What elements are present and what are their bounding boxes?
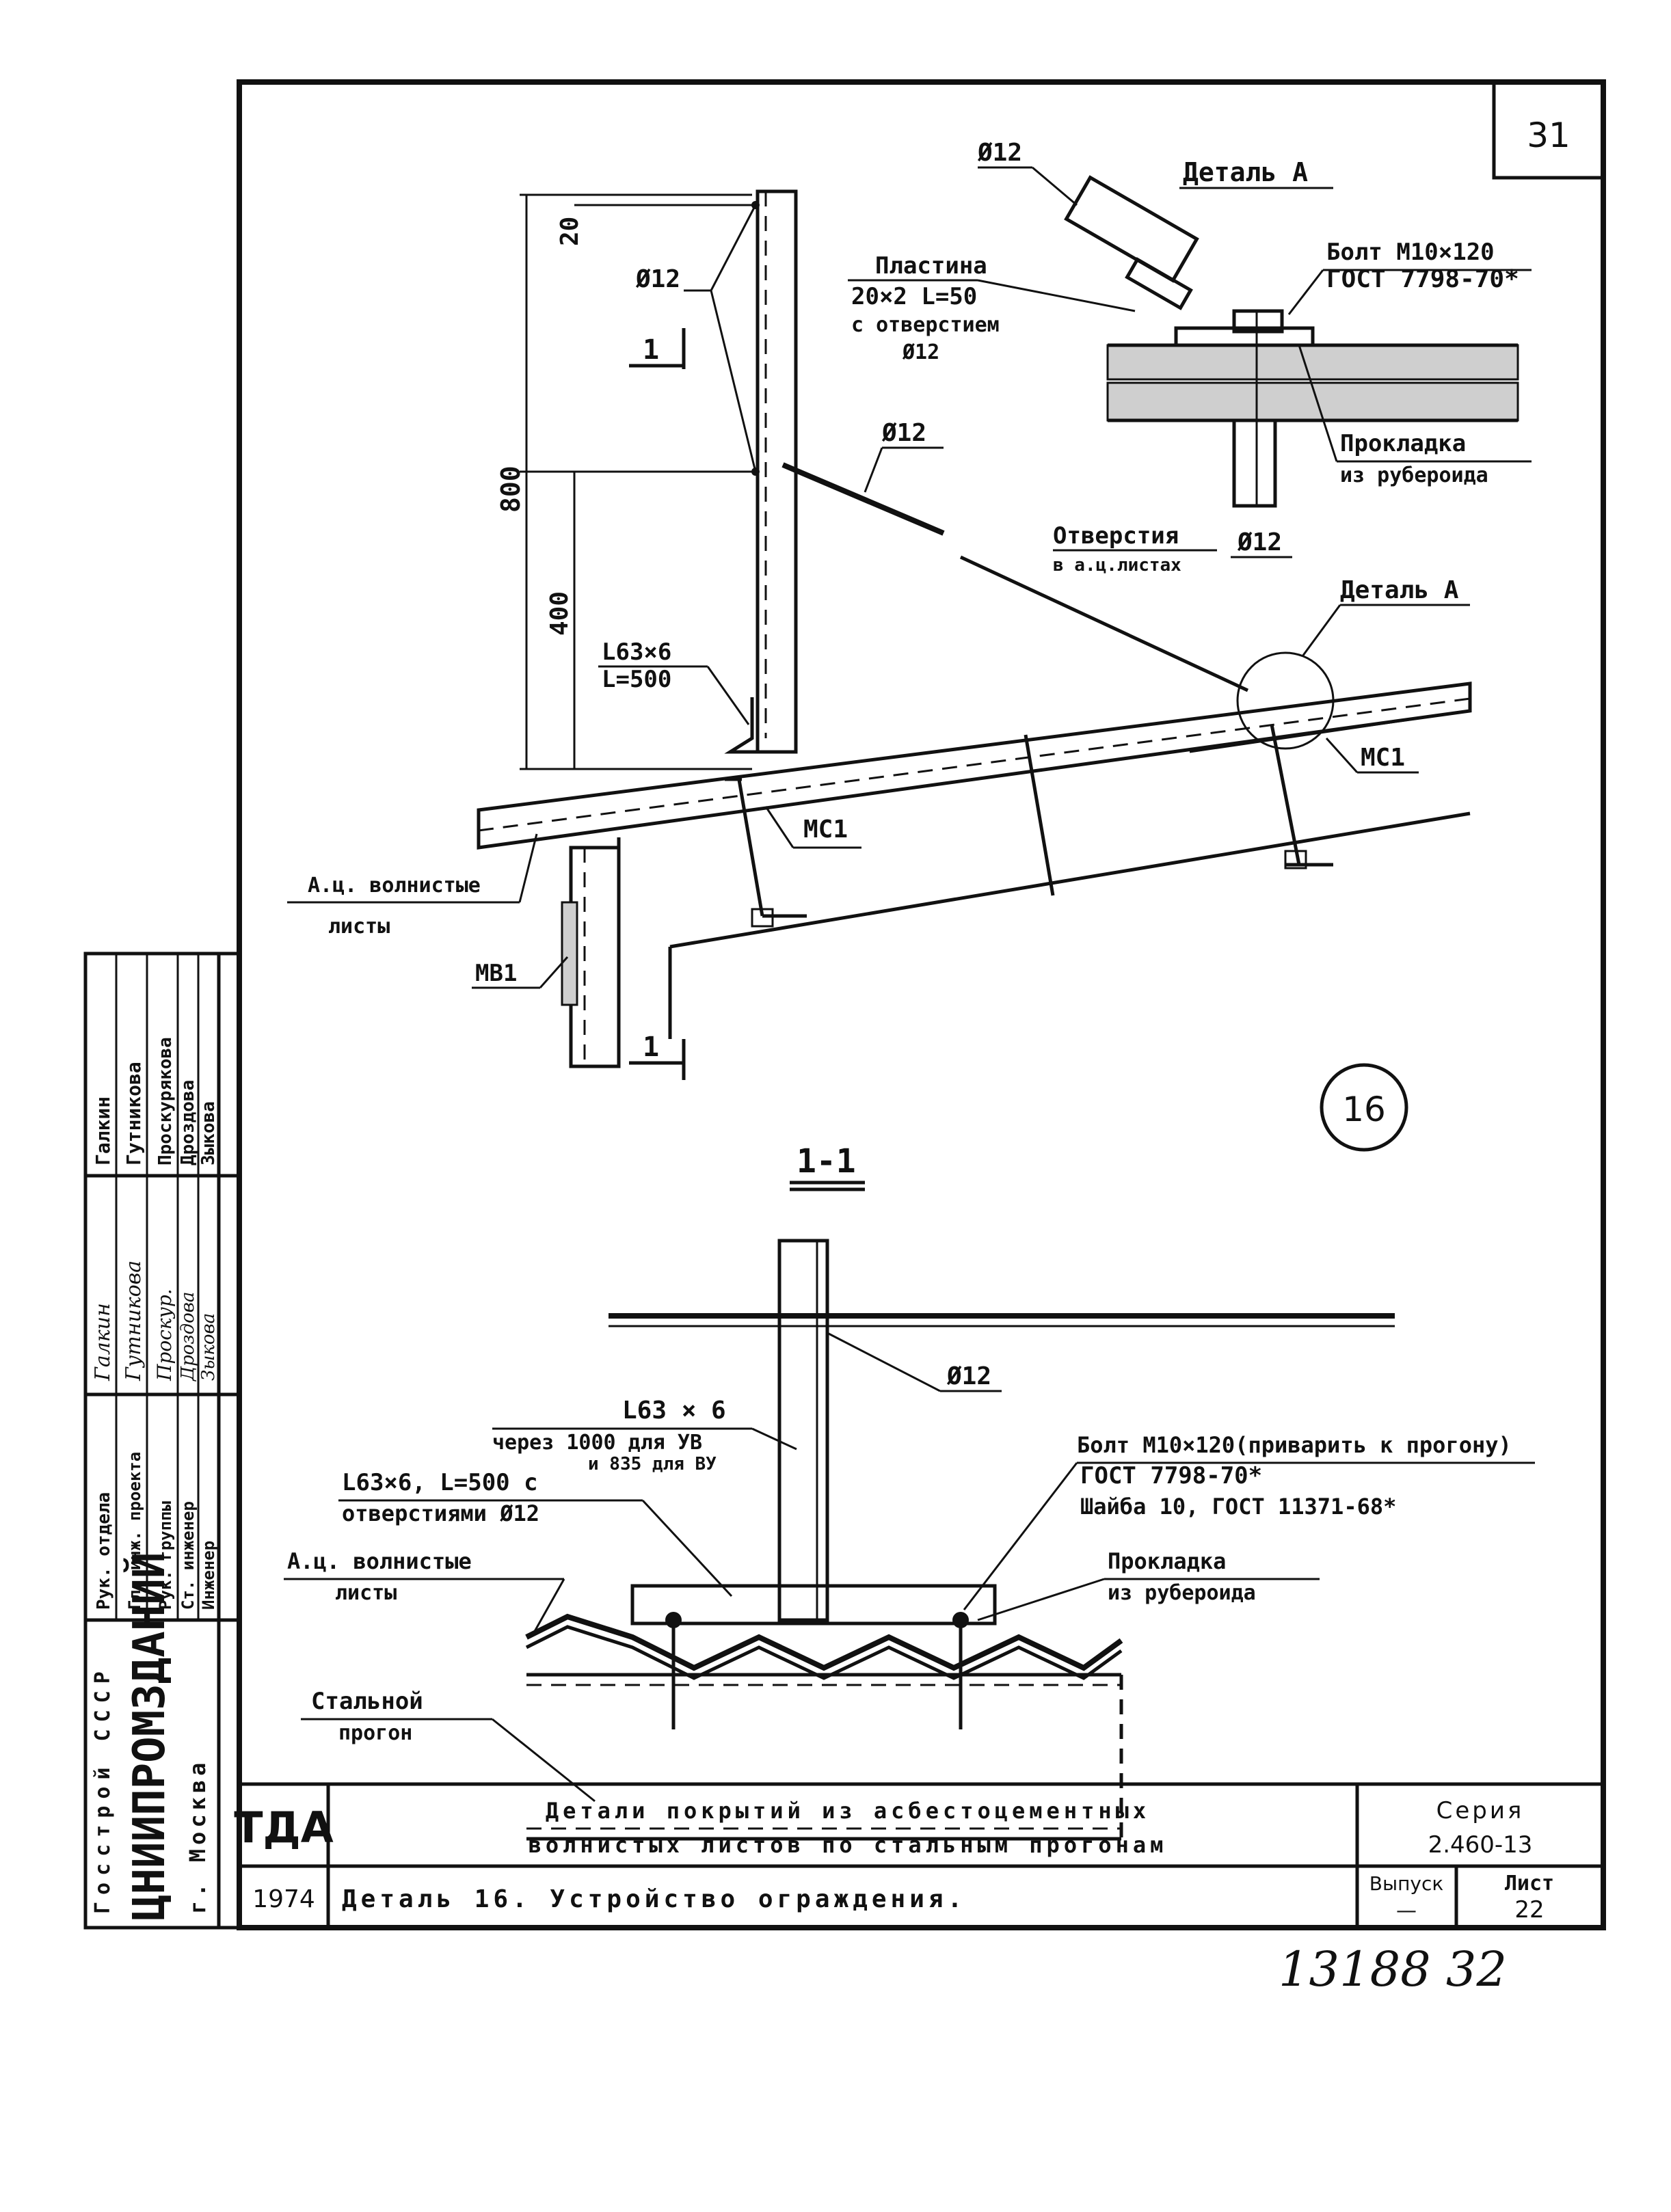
- stamp-signature-4: Дроздова: [178, 1292, 198, 1381]
- dim-800: 800: [496, 466, 526, 513]
- base-angle-label-2: отверстиями Ø12: [342, 1500, 539, 1526]
- stamp-name-2: Гутникова: [122, 1062, 145, 1165]
- section-sheets-2: листы: [335, 1581, 397, 1605]
- post: [756, 189, 798, 754]
- detail-a: Деталь А Ø12 Пластина 20×2 L=50 с отверс…: [848, 139, 1532, 558]
- stamp-role-5: Инженер: [199, 1541, 218, 1610]
- stamp-role-2: Гл. инж. проекта: [125, 1452, 144, 1610]
- detail-a-rod: Ø12: [977, 139, 1022, 167]
- detail-a-plate-2: 20×2 L=50: [851, 283, 977, 310]
- stamp-name-1: Галкин: [92, 1096, 114, 1165]
- purlin-left: [725, 775, 807, 918]
- stamp-org-name: ЦНИИПРОМЗДАНИЙ: [123, 1552, 175, 1921]
- detail-a-ref: Деталь А: [1340, 576, 1459, 604]
- detail-a-plate-3: с отверстием: [851, 313, 1000, 337]
- subtitle: Деталь 16. Устройство ограждения.: [342, 1885, 966, 1913]
- sheets-label-2: листы: [328, 915, 390, 939]
- holes-note-line2: в а.ц.листах: [1053, 555, 1181, 576]
- corrugated-sheet: [525, 1613, 1123, 1671]
- sheet-label: Лист: [1505, 1872, 1554, 1896]
- mc1-left-label: МС1: [803, 815, 848, 844]
- stamp-org-line1: Госстрой СССР: [91, 1664, 115, 1914]
- detail-a-rod-shape: [1064, 175, 1199, 283]
- purlin-label-2: прогон: [338, 1721, 412, 1745]
- mb1-label: МВ1: [475, 960, 517, 987]
- angle-label-2: L=500: [602, 666, 671, 693]
- sheet-value: 22: [1514, 1896, 1544, 1924]
- stamp-signature-1: Галкин: [91, 1303, 115, 1381]
- stamp-role-4: Ст. инженер: [178, 1501, 198, 1610]
- section-bolt-3: Шайба 10, ГОСТ 11371-68*: [1080, 1494, 1396, 1520]
- detail-number: 16: [1342, 1090, 1386, 1129]
- issue-label: Выпуск: [1369, 1872, 1444, 1895]
- post-label-3: и 835 для ВУ: [588, 1454, 717, 1474]
- detail-a-gasket-2: из рубероида: [1340, 463, 1488, 487]
- angle-label-1: L63×6: [602, 638, 671, 666]
- section-rod-label: Ø12: [946, 1362, 991, 1390]
- section-1-1: 1-1 Ø12 L63 × 6 через 1000 для УВ и 835 …: [284, 1142, 1535, 1841]
- side-stamp: Галкин Гутникова Проскурякова Дроздова З…: [83, 952, 241, 1930]
- detail-a-title: Деталь А: [1183, 157, 1308, 187]
- post-label-1: L63 × 6: [622, 1397, 726, 1425]
- title-block: ТДА Детали покрытий из асбестоцементных …: [234, 1782, 1603, 1928]
- stamp-name-4: Дроздова: [178, 1080, 198, 1165]
- series-label: Серия: [1436, 1797, 1525, 1824]
- base-angle: [724, 697, 797, 754]
- section-mark-bottom: 1: [643, 1031, 659, 1063]
- issue-value: —: [1396, 1899, 1417, 1923]
- section-post: [777, 1239, 829, 1622]
- dim-20: 20: [556, 217, 584, 246]
- section-title: 1-1: [797, 1142, 856, 1181]
- detail-a-plate-4: Ø12: [902, 340, 939, 364]
- detail-number-circle: [1320, 1063, 1408, 1152]
- series-value: 2.460-13: [1428, 1831, 1533, 1859]
- mc1-right-label: МС1: [1361, 744, 1405, 772]
- stamp-signature-2: Гутникова: [122, 1260, 146, 1381]
- holes-note-line1: Отверстия: [1053, 522, 1179, 550]
- handwritten-number: 13188 32: [1279, 1941, 1507, 1997]
- stamp-name-5: Зыкова: [198, 1101, 219, 1165]
- section-bolt-1: Болт М10×120(приварить к прогону): [1077, 1432, 1512, 1458]
- section-sheets-1: А.ц. волнистые: [287, 1548, 472, 1574]
- section-base-angle: [630, 1584, 997, 1626]
- section-bolt-2: ГОСТ 7798-70*: [1080, 1462, 1262, 1489]
- title-line-1: Детали покрытий из асбестоцементных: [546, 1798, 1150, 1824]
- brace-rod-label: Ø12: [881, 419, 926, 447]
- section-gasket-1: Прокладка: [1108, 1548, 1226, 1574]
- stamp-org-city: г. Москва: [185, 1759, 211, 1914]
- tda-mark: ТДА: [234, 1803, 334, 1852]
- year: 1974: [252, 1885, 315, 1913]
- base-angle-label-1: L63×6, L=500 с: [342, 1469, 538, 1496]
- stamp-role-1: Рук. отдела: [94, 1492, 114, 1610]
- page-number: 31: [1527, 116, 1570, 155]
- stamp-signature-5: Зыкова: [198, 1313, 219, 1381]
- section-gasket-2: из рубероида: [1108, 1581, 1256, 1605]
- dim-400: 400: [546, 591, 574, 636]
- sheets-label-1: А.ц. волнистые: [308, 874, 481, 898]
- detail-a-plate-1: Пластина: [875, 252, 987, 280]
- detail-a-bolt-1: Болт М10×120: [1326, 239, 1495, 266]
- title-line-2: волнистых листов по стальным прогонам: [529, 1832, 1168, 1858]
- section-mark-top: 1: [643, 334, 659, 366]
- post-label-2: через 1000 для УВ: [492, 1431, 702, 1455]
- detail-a-circle: [1236, 651, 1335, 750]
- purlin-label-1: Стальной: [311, 1688, 423, 1715]
- detail-a-gasket-1: Прокладка: [1340, 430, 1466, 457]
- stamp-name-3: Проскурякова: [155, 1037, 176, 1165]
- brace-rod: [781, 462, 945, 536]
- detail-a-hole: Ø12: [1237, 528, 1282, 556]
- stamp-role-3: Рук. группы: [156, 1501, 175, 1610]
- elevation-view: 20 800 400 Ø12 1 Ø12 МС1: [287, 189, 1472, 1152]
- stamp-signature-3: Проскур.: [153, 1289, 176, 1381]
- page-number-box: [1492, 80, 1605, 180]
- rod-top-label: Ø12: [635, 265, 680, 293]
